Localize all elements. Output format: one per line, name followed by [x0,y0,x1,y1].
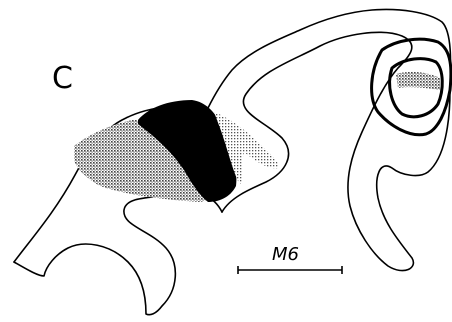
scale-bar-label: M6 [272,244,299,265]
stippled-region-nested [396,72,440,90]
panel-letter: C [52,61,73,96]
cortex-outline-lower [14,193,222,315]
